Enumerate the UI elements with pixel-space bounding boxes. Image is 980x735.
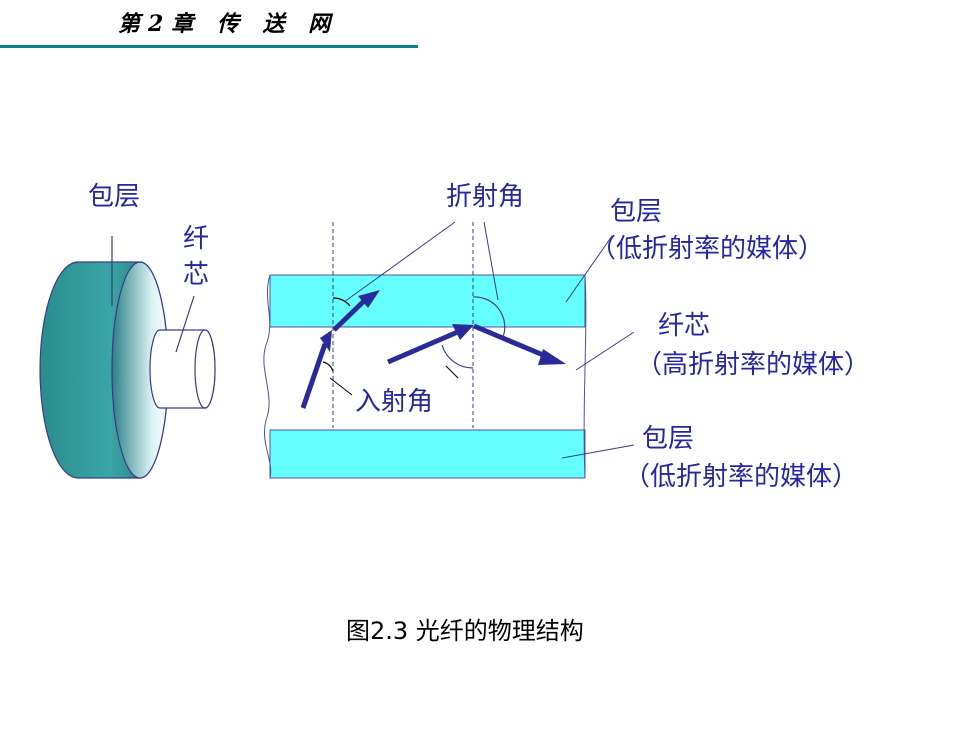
bottom-cladding-desc: （低折射率的媒体） [624, 462, 859, 492]
incidence-angle-label: 入射角 [355, 387, 434, 417]
figure-caption: 图2.3 光纤的物理结构 [346, 617, 584, 645]
bottom-cladding-name: 包层 [642, 424, 695, 454]
top-cladding-band [269, 274, 586, 328]
core-label-left-2: 芯 [183, 260, 210, 290]
header-title: 第2章 传 送 网 [118, 11, 339, 37]
refraction-angle-label: 折射角 [446, 182, 525, 212]
bottom-cladding-band [269, 429, 586, 479]
core-desc: （高折射率的媒体） [636, 350, 871, 380]
fiber-longitudinal [263, 221, 635, 479]
core-label-left-1: 纤 [183, 224, 210, 254]
header-rule [0, 45, 418, 48]
fiber-cylinder [39, 236, 216, 479]
top-cladding-desc: （低折射率的媒体） [590, 234, 825, 264]
top-cladding-name: 包层 [610, 197, 663, 227]
cladding-label-left: 包层 [88, 182, 141, 212]
core-name: 纤芯 [658, 311, 711, 341]
